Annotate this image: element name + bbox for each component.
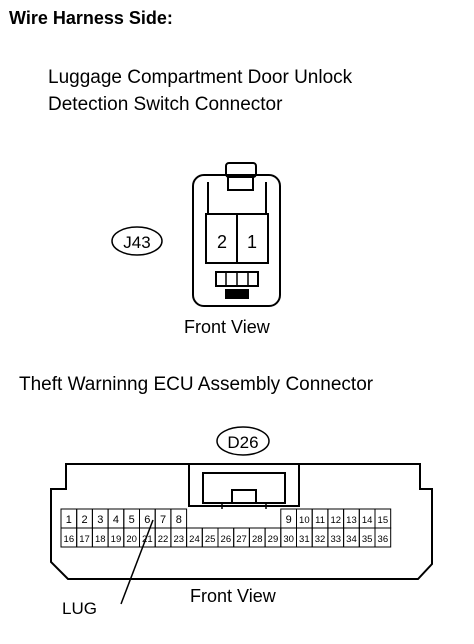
d26-code: D26 [227, 433, 258, 452]
d26-pin-33: 33 [330, 534, 341, 545]
d26-pin-32: 32 [315, 534, 326, 545]
d26-pin-26: 26 [221, 534, 232, 545]
j43-latch-inner [227, 177, 254, 191]
d26-pin-30: 30 [283, 534, 294, 545]
d26-pin-29: 29 [268, 534, 279, 545]
d26-front-view-label: Front View [190, 586, 276, 606]
d26-pin-27: 27 [236, 534, 247, 545]
d26-pin-3: 3 [97, 514, 103, 526]
d26-pin-23: 23 [173, 534, 184, 545]
d26-pin-22: 22 [158, 534, 169, 545]
d26-pin-20: 20 [126, 534, 137, 545]
d26-pin-11: 11 [315, 515, 325, 526]
d26-pin-14: 14 [362, 515, 373, 526]
d26-code-oval [216, 426, 270, 456]
d26-latch-window [202, 472, 286, 504]
d26-pin-2: 2 [81, 514, 87, 526]
d26-pin-7: 7 [160, 514, 166, 526]
d26-connector-name: Theft Warninng ECU Assembly Connector [19, 374, 374, 395]
d26-pin-36-cell [374, 527, 392, 548]
d26-connector [50, 463, 433, 580]
lug-callout-label: LUG [62, 599, 97, 618]
j43-connector [192, 162, 281, 307]
d26-pin-15: 15 [378, 515, 389, 526]
d26-pin-24: 24 [189, 534, 200, 545]
d26-pin-21: 21 [142, 534, 153, 545]
d26-pin-6: 6 [144, 514, 150, 526]
d26-pin-28: 28 [252, 534, 263, 545]
d26-pin-9: 9 [286, 514, 292, 526]
d26-pin-10: 10 [299, 515, 310, 526]
j43-guides [207, 182, 267, 214]
j43-body [192, 174, 281, 307]
d26-pin-12: 12 [330, 515, 341, 526]
d26-pin-34: 34 [346, 534, 357, 545]
j43-connector-name-line2: Detection Switch Connector [48, 94, 283, 115]
d26-pin-25: 25 [205, 534, 216, 545]
d26-pin-19: 19 [111, 534, 122, 545]
d26-pin-13: 13 [346, 515, 357, 526]
j43-latch [225, 162, 257, 178]
j43-lock-tab [225, 289, 249, 299]
heading: Wire Harness Side: [9, 8, 173, 28]
d26-pin-36: 36 [378, 534, 389, 545]
d26-pin-16: 16 [64, 534, 75, 545]
j43-connector-name-line1: Luggage Compartment Door Unlock [48, 67, 353, 88]
d26-latch-notch [231, 489, 257, 503]
d26-pin-31: 31 [299, 534, 310, 545]
d26-latch-frame [188, 463, 300, 507]
lug-leader-line [120, 519, 154, 605]
j43-code: J43 [123, 233, 150, 252]
d26-pin-8: 8 [176, 514, 182, 526]
j43-front-view-label: Front View [184, 317, 270, 337]
d26-housing [50, 463, 433, 580]
d26-pin-5: 5 [129, 514, 135, 526]
d26-pin-17: 17 [79, 534, 90, 545]
j43-pin-1: 1 [247, 232, 257, 252]
j43-pin-2: 2 [217, 232, 227, 252]
d26-pin-1: 1 [66, 514, 72, 526]
d26-pin-35: 35 [362, 534, 373, 545]
d26-pin-18: 18 [95, 534, 106, 545]
j43-code-oval [111, 226, 163, 256]
d26-pin-4: 4 [113, 514, 119, 526]
